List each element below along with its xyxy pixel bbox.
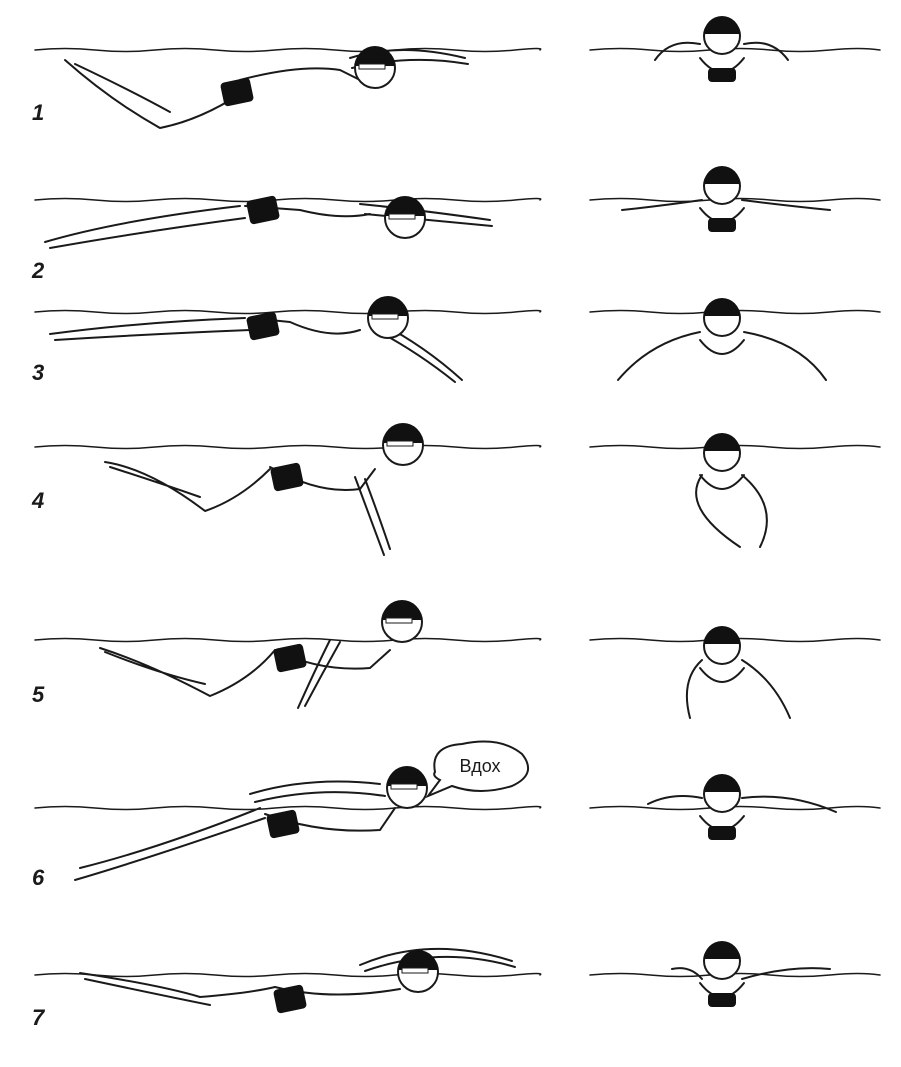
phase-number: 5 — [32, 682, 45, 707]
goggles-strap — [386, 618, 412, 623]
phase-number: 3 — [32, 360, 44, 385]
goggles-strap — [402, 968, 428, 973]
phase-number: 7 — [32, 1005, 46, 1030]
goggles-strap — [389, 214, 415, 219]
swim-trunks-front — [708, 826, 736, 840]
swim-trunks-front — [708, 68, 736, 82]
phase-number: 1 — [32, 100, 44, 125]
phase-number: 2 — [31, 258, 45, 283]
swim-trunks-front — [708, 218, 736, 232]
goggles-strap — [359, 64, 385, 69]
phase-number: 6 — [32, 865, 45, 890]
goggles-strap — [391, 784, 417, 789]
phase-number: 4 — [31, 488, 44, 513]
goggles-strap — [372, 314, 398, 319]
swim-trunks-front — [708, 993, 736, 1007]
goggles-strap — [387, 441, 413, 446]
speech-bubble-text: Вдох — [459, 756, 500, 776]
